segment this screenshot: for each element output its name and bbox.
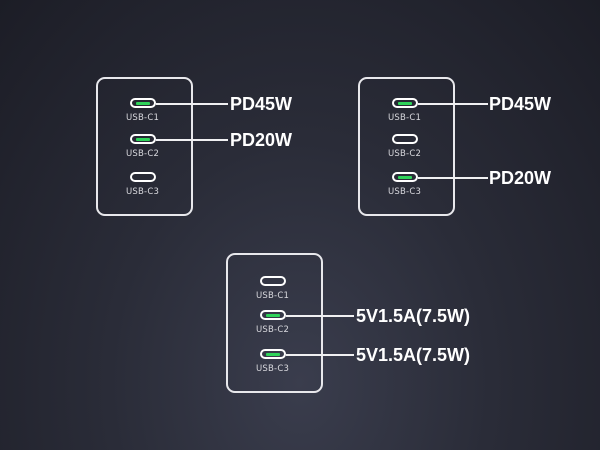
charger-config-3 <box>226 253 323 393</box>
leader-line <box>156 103 228 105</box>
output-label: PD20W <box>489 168 552 188</box>
usb-c1-port-icon <box>260 276 286 286</box>
charger-config-1 <box>96 77 193 216</box>
usb-c3-port-icon <box>392 172 418 182</box>
port-label-usb-c3: USB-C3 <box>126 187 160 197</box>
leader-line <box>418 103 488 105</box>
port-label-usb-c2: USB-C2 <box>256 325 290 335</box>
output-label: 5V1.5A(7.5W) <box>356 306 471 326</box>
port-label-usb-c1: USB-C1 <box>256 291 290 301</box>
port-label-usb-c1: USB-C1 <box>126 113 160 123</box>
usb-c1-port-icon <box>392 98 418 108</box>
leader-line <box>418 177 488 179</box>
leader-line <box>286 354 354 356</box>
port-label-usb-c3: USB-C3 <box>256 364 290 374</box>
charger-config-2 <box>358 77 455 216</box>
port-label-usb-c2: USB-C2 <box>126 149 160 159</box>
usb-c3-port-icon <box>260 349 286 359</box>
output-label: PD45W <box>489 94 552 114</box>
port-label-usb-c1: USB-C1 <box>388 113 422 123</box>
usb-c1-port-icon <box>130 98 156 108</box>
usb-c2-port-icon <box>130 134 156 144</box>
output-label: PD20W <box>230 130 293 150</box>
leader-line <box>286 315 354 317</box>
port-label-usb-c3: USB-C3 <box>388 187 422 197</box>
leader-line <box>156 139 228 141</box>
usb-c3-port-icon <box>130 172 156 182</box>
output-label: 5V1.5A(7.5W) <box>356 345 471 365</box>
usb-c2-port-icon <box>260 310 286 320</box>
port-label-usb-c2: USB-C2 <box>388 149 422 159</box>
output-label: PD45W <box>230 94 293 114</box>
usb-c2-port-icon <box>392 134 418 144</box>
